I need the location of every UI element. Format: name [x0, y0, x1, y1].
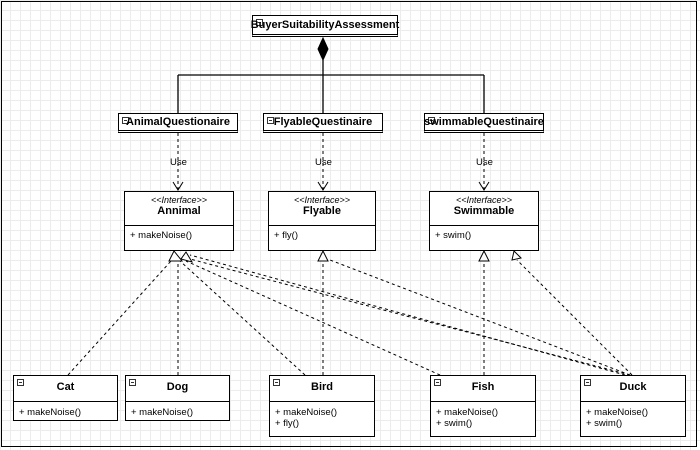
collapse-icon[interactable] [428, 117, 435, 124]
operation: + fly() [274, 230, 299, 241]
use-label: Use [170, 157, 187, 168]
operation: + makeNoise() [436, 407, 499, 418]
class-buyer-suitability-assessment[interactable]: BuyerSuitabilityAssessment [250, 15, 400, 37]
class-flyable-questinaire[interactable]: FlyableQuestinaire [263, 113, 383, 133]
collapse-icon[interactable] [273, 379, 280, 386]
realization-arrowheads [168, 249, 522, 263]
class-name: Fish [471, 381, 495, 393]
compartment-divider [581, 401, 685, 402]
class-name: BuyerSuitabilityAssessment [250, 19, 400, 31]
operation: + makeNoise() [131, 407, 194, 418]
class-name: Cat [56, 381, 75, 393]
class-name: FlyableQuestinaire [273, 116, 373, 128]
collapse-icon[interactable] [129, 379, 136, 386]
collapse-icon[interactable] [584, 379, 591, 386]
use-label: Use [476, 157, 493, 168]
interface-swimmable[interactable]: <<Interface>> Swimmable + swim() [429, 191, 539, 251]
compartment-divider [269, 225, 375, 226]
class-fish[interactable]: Fish + makeNoise() + swim() [430, 375, 536, 437]
interface-flyable[interactable]: <<Interface>> Flyable + fly() [268, 191, 376, 251]
stereotype-label: <<Interface>> [455, 195, 513, 205]
class-name: Bird [311, 381, 333, 393]
operation: + makeNoise() [19, 407, 82, 418]
composition-edges [177, 60, 485, 113]
operation: + swim() [436, 418, 473, 429]
class-swimmable-questinaire[interactable]: swimmableQuestinaire [424, 113, 544, 133]
compartment-divider [431, 401, 535, 402]
class-cat[interactable]: Cat + makeNoise() [13, 375, 118, 421]
operation: + makeNoise() [275, 407, 338, 418]
class-name: Dog [166, 381, 189, 393]
class-name: swimmableQuestinaire [424, 116, 544, 128]
composition-diamond [317, 36, 329, 62]
class-dog[interactable]: Dog + makeNoise() [125, 375, 230, 421]
stereotype-label: <<Interface>> [150, 195, 208, 205]
stereotype-label: <<Interface>> [293, 195, 351, 205]
collapse-icon[interactable] [434, 379, 441, 386]
operation: + makeNoise() [586, 407, 649, 418]
class-name: Duck [619, 381, 647, 393]
class-animal-questionaire[interactable]: AnimalQuestionaire [118, 113, 238, 133]
interface-name: Annimal [157, 205, 201, 217]
interface-name: Flyable [303, 205, 341, 217]
class-duck[interactable]: Duck + makeNoise() + swim() [580, 375, 686, 437]
use-label: Use [315, 157, 332, 168]
compartment-divider [14, 401, 117, 402]
realization-edges [67, 254, 633, 376]
compartment-divider [430, 225, 538, 226]
compartment-divider [125, 225, 233, 226]
collapse-icon[interactable] [267, 117, 274, 124]
class-name: AnimalQuestionaire [126, 116, 230, 128]
operation: + fly() [275, 418, 300, 429]
use-arrowheads [172, 181, 490, 191]
interface-name: Swimmable [453, 205, 515, 217]
collapse-icon[interactable] [17, 379, 24, 386]
interface-annimal[interactable]: <<Interface>> Annimal + makeNoise() [124, 191, 234, 251]
class-bird[interactable]: Bird + makeNoise() + fly() [269, 375, 375, 437]
collapse-icon[interactable] [122, 117, 129, 124]
operation: + swim() [586, 418, 623, 429]
collapse-icon[interactable] [256, 19, 263, 26]
compartment-divider [270, 401, 374, 402]
compartment-divider [126, 401, 229, 402]
operation: + swim() [435, 230, 472, 241]
operation: + makeNoise() [130, 230, 193, 241]
